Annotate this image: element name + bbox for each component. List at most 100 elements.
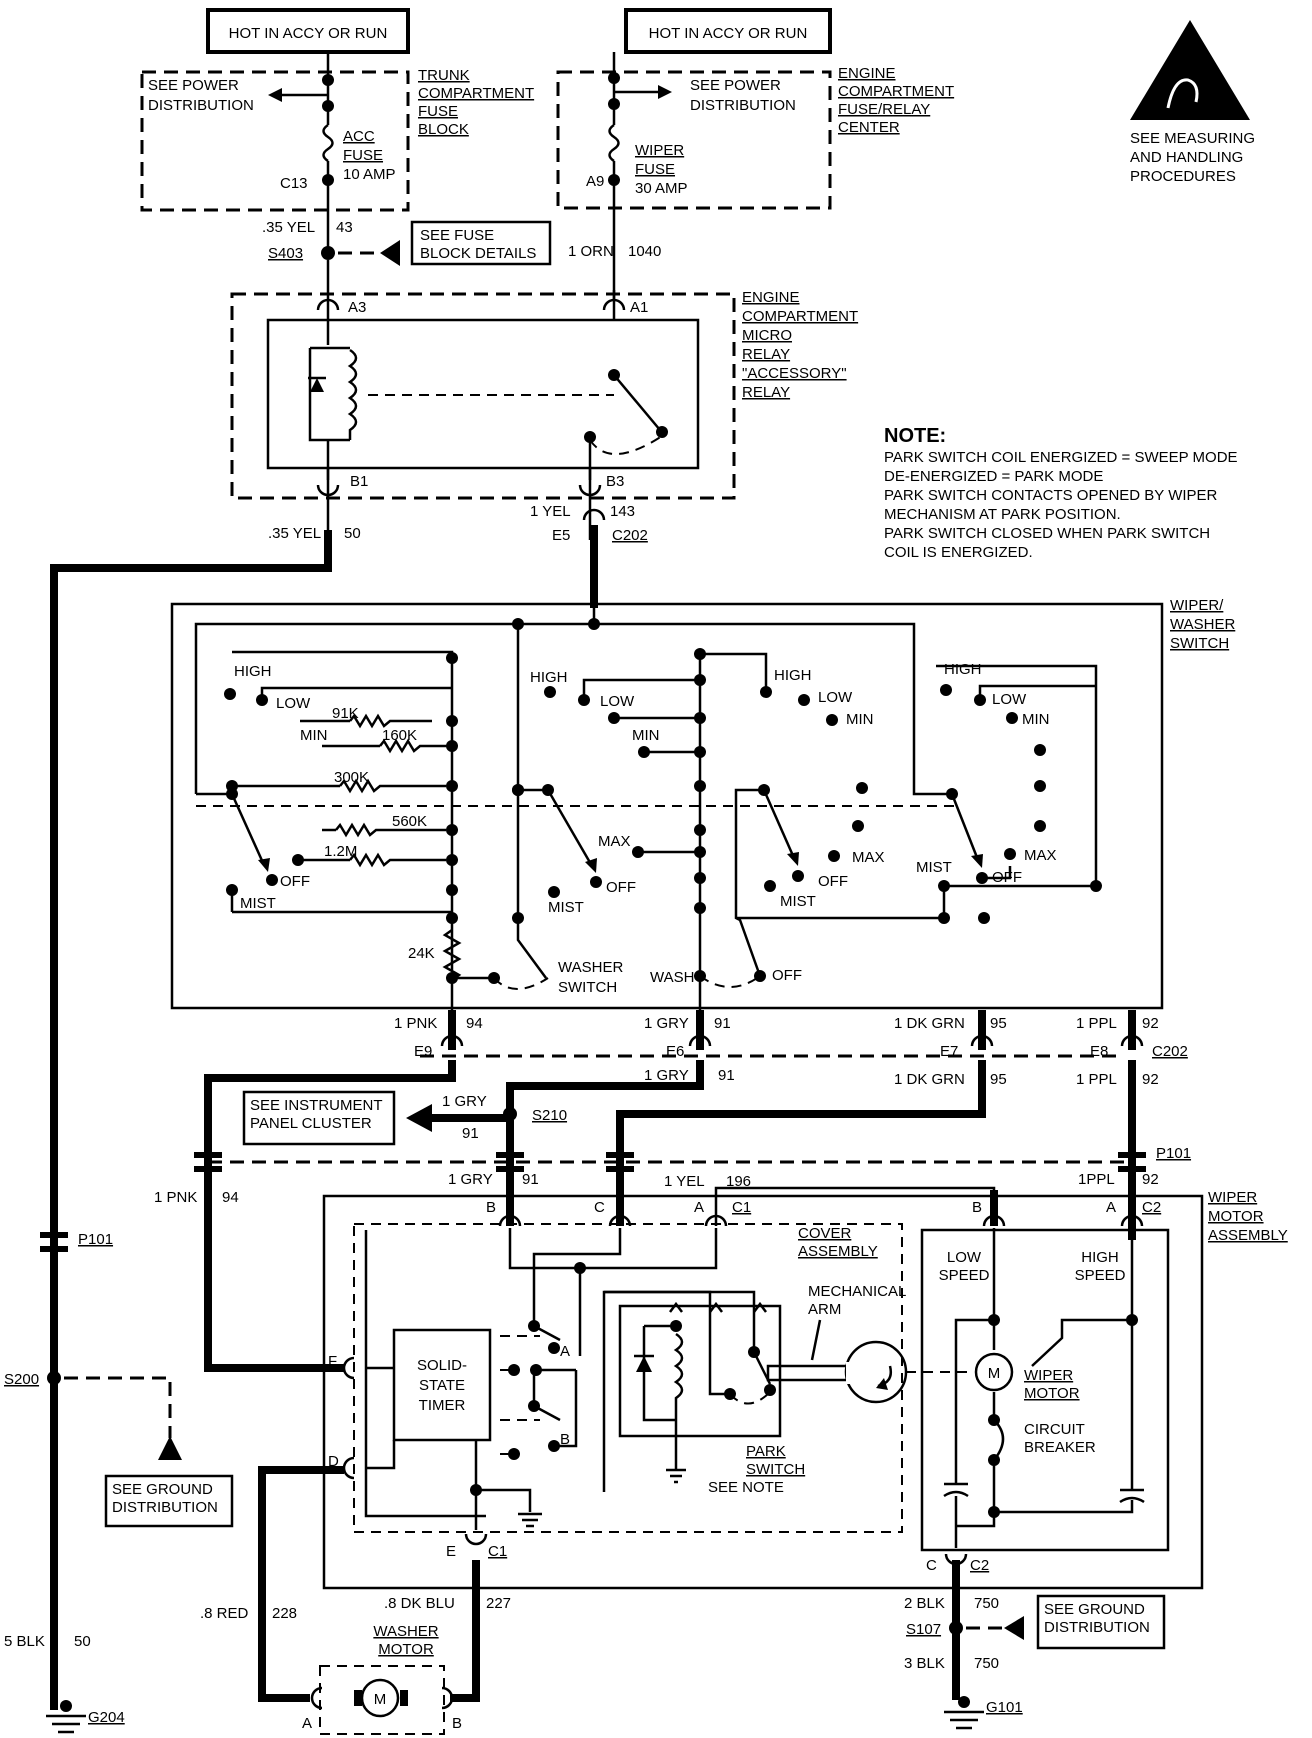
cover-assy-1: COVER	[798, 1225, 852, 1242]
park-switch-1: PARK	[746, 1443, 786, 1460]
washer-motor-m: M	[374, 1691, 387, 1708]
s200-callout-1: SEE GROUND	[112, 1481, 213, 1498]
wire-1040-size-color: 1 ORN	[568, 243, 614, 260]
s107-callout-1: SEE GROUND	[1044, 1601, 1145, 1618]
low-speed-2: SPEED	[939, 1267, 990, 1284]
wire-43-size-color: .35 YEL	[262, 219, 315, 236]
wire-750a-size-color: 2 BLK	[904, 1595, 945, 1612]
deck3-off: OFF	[818, 873, 848, 890]
deck3-wash-off: OFF	[772, 967, 802, 984]
c1-pin-a: A	[694, 1199, 704, 1216]
s107-label: S107	[906, 1621, 941, 1638]
washer-pin-a: A	[302, 1715, 312, 1732]
connector-p101: P101 1 PNK 94 1 GRY 91 1 YEL 196 1PPL 92	[154, 1145, 1191, 1206]
c202-label: C202	[1152, 1043, 1188, 1060]
wiper-fuse-name: WIPER	[635, 142, 684, 159]
trunk-name-1: TRUNK	[418, 67, 470, 84]
resistor-91k: 91K	[332, 705, 359, 722]
c1-label-top: C1	[732, 1199, 751, 1216]
wire-228-size-color: .8 RED	[200, 1605, 249, 1622]
relay-name-4: RELAY	[742, 346, 790, 363]
p101-wire-94-circuit: 94	[222, 1189, 239, 1206]
wiper-motor-assembly: WIPER MOTOR ASSEMBLY B C A C1 B A C2 COV…	[322, 1189, 1288, 1590]
trunk-fuse-block: SEE POWER DISTRIBUTION ACC FUSE 10 AMP C…	[140, 52, 534, 255]
engine-distribution: DISTRIBUTION	[690, 97, 796, 114]
timer-label-3: TIMER	[419, 1397, 466, 1414]
wiper-fuse-rating: 30 AMP	[635, 180, 688, 197]
ipc-wire-circuit: 91	[462, 1125, 479, 1142]
s200-label: S200	[4, 1371, 39, 1388]
s200-callout-2: DISTRIBUTION	[112, 1499, 218, 1516]
deck2-min: MIN	[632, 727, 660, 744]
wire-143-connector: C202	[612, 527, 648, 544]
relay-name-3: MICRO	[742, 327, 792, 344]
deck3-wash: WASH	[650, 969, 694, 986]
wire-750b-circuit: 750	[974, 1655, 999, 1672]
deck4-max: MAX	[1024, 847, 1057, 864]
wire-92b-circuit: 92	[1142, 1071, 1159, 1088]
wiper-washer-switch: WIPER/ WASHER SWITCH	[170, 597, 1235, 1020]
hot-box-right: HOT IN ACCY OR RUN	[624, 8, 832, 54]
motor-assy-name-3: ASSEMBLY	[1208, 1227, 1288, 1244]
deck4-off: OFF	[992, 869, 1022, 886]
wire-94-size-color: 1 PNK	[394, 1015, 437, 1032]
mech-arm-2: ARM	[808, 1301, 841, 1318]
instrument-panel-callout: SEE INSTRUMENT PANEL CLUSTER 1 GRY 91 S2…	[242, 1090, 567, 1146]
washer-switch-1: WASHER	[558, 959, 623, 976]
note-line-2: DE-ENERGIZED = PARK MODE	[884, 468, 1103, 485]
engine-terminal-a9: A9	[586, 173, 604, 190]
ipc-line-1: SEE INSTRUMENT	[250, 1097, 383, 1114]
deck2-max: MAX	[598, 833, 631, 850]
deck4-min: MIN	[1022, 711, 1050, 728]
timer-label-1: SOLID-	[417, 1357, 467, 1374]
wire-227-size-color: .8 DK BLU	[384, 1595, 455, 1612]
wire-750b-size-color: 3 BLK	[904, 1655, 945, 1672]
c2-pin-b: B	[972, 1199, 982, 1216]
motor-assy-name-1: WIPER	[1208, 1189, 1257, 1206]
wire-95b-circuit: 95	[990, 1071, 1007, 1088]
resistor-160k: 160K	[382, 727, 417, 744]
wire-95-size-color: 1 DK GRN	[894, 1015, 965, 1032]
c2-label-top: C2	[1142, 1199, 1161, 1216]
wire-50-size-color: .35 YEL	[268, 525, 321, 542]
hot-label-left: HOT IN ACCY OR RUN	[229, 25, 388, 42]
deck3-high: HIGH	[774, 667, 812, 684]
trunk-name-4: BLOCK	[418, 121, 469, 138]
engine-name-3: FUSE/RELAY	[838, 101, 930, 118]
breaker-1: CIRCUIT	[1024, 1421, 1085, 1438]
ground-left-circuit: 50	[74, 1633, 91, 1650]
motor-assy-name-2: MOTOR	[1208, 1208, 1264, 1225]
relay-pin-b1: B1	[350, 473, 368, 490]
pin-d: D	[328, 1453, 339, 1470]
c2-pin-c: C	[926, 1557, 937, 1574]
switch-name-2: WASHER	[1170, 616, 1235, 633]
wire-50-path	[50, 530, 332, 1710]
note-line-3: PARK SWITCH CONTACTS OPENED BY WIPER	[884, 487, 1218, 504]
s107-callout-2: DISTRIBUTION	[1044, 1619, 1150, 1636]
trunk-terminal-c13: C13	[280, 175, 308, 192]
note-line-1: PARK SWITCH COIL ENERGIZED = SWEEP MODE	[884, 449, 1238, 466]
deck4-high: HIGH	[944, 661, 982, 678]
wire-94-path	[204, 1060, 456, 1372]
esd-line-3: PROCEDURES	[1130, 168, 1236, 185]
high-speed-1: HIGH	[1081, 1249, 1119, 1266]
washer-motor-1: WASHER	[373, 1623, 438, 1640]
fuse-details-line-1: SEE FUSE	[420, 227, 494, 244]
pin-e: E	[446, 1543, 456, 1560]
g204-label: G204	[88, 1709, 125, 1726]
resistor-1-2m: 1.2M	[324, 843, 357, 860]
relay-name-1: ENGINE	[742, 289, 800, 306]
esd-line-2: AND HANDLING	[1130, 149, 1243, 166]
engine-name-4: CENTER	[838, 119, 900, 136]
wire-1040-circuit: 1040	[628, 243, 661, 260]
mech-arm-1: MECHANICAL	[808, 1283, 906, 1300]
p101-label-left: P101	[78, 1231, 113, 1248]
deck4-mist: MIST	[916, 859, 952, 876]
wire-143-size-color: 1 YEL	[530, 503, 571, 520]
note-heading: NOTE:	[884, 425, 946, 447]
deck2-low: LOW	[600, 693, 635, 710]
switch-name-1: WIPER/	[1170, 597, 1224, 614]
wire-228-circuit: 228	[272, 1605, 297, 1622]
wire-91-path	[506, 1060, 704, 1118]
relay-pin-a1: A1	[630, 299, 648, 316]
